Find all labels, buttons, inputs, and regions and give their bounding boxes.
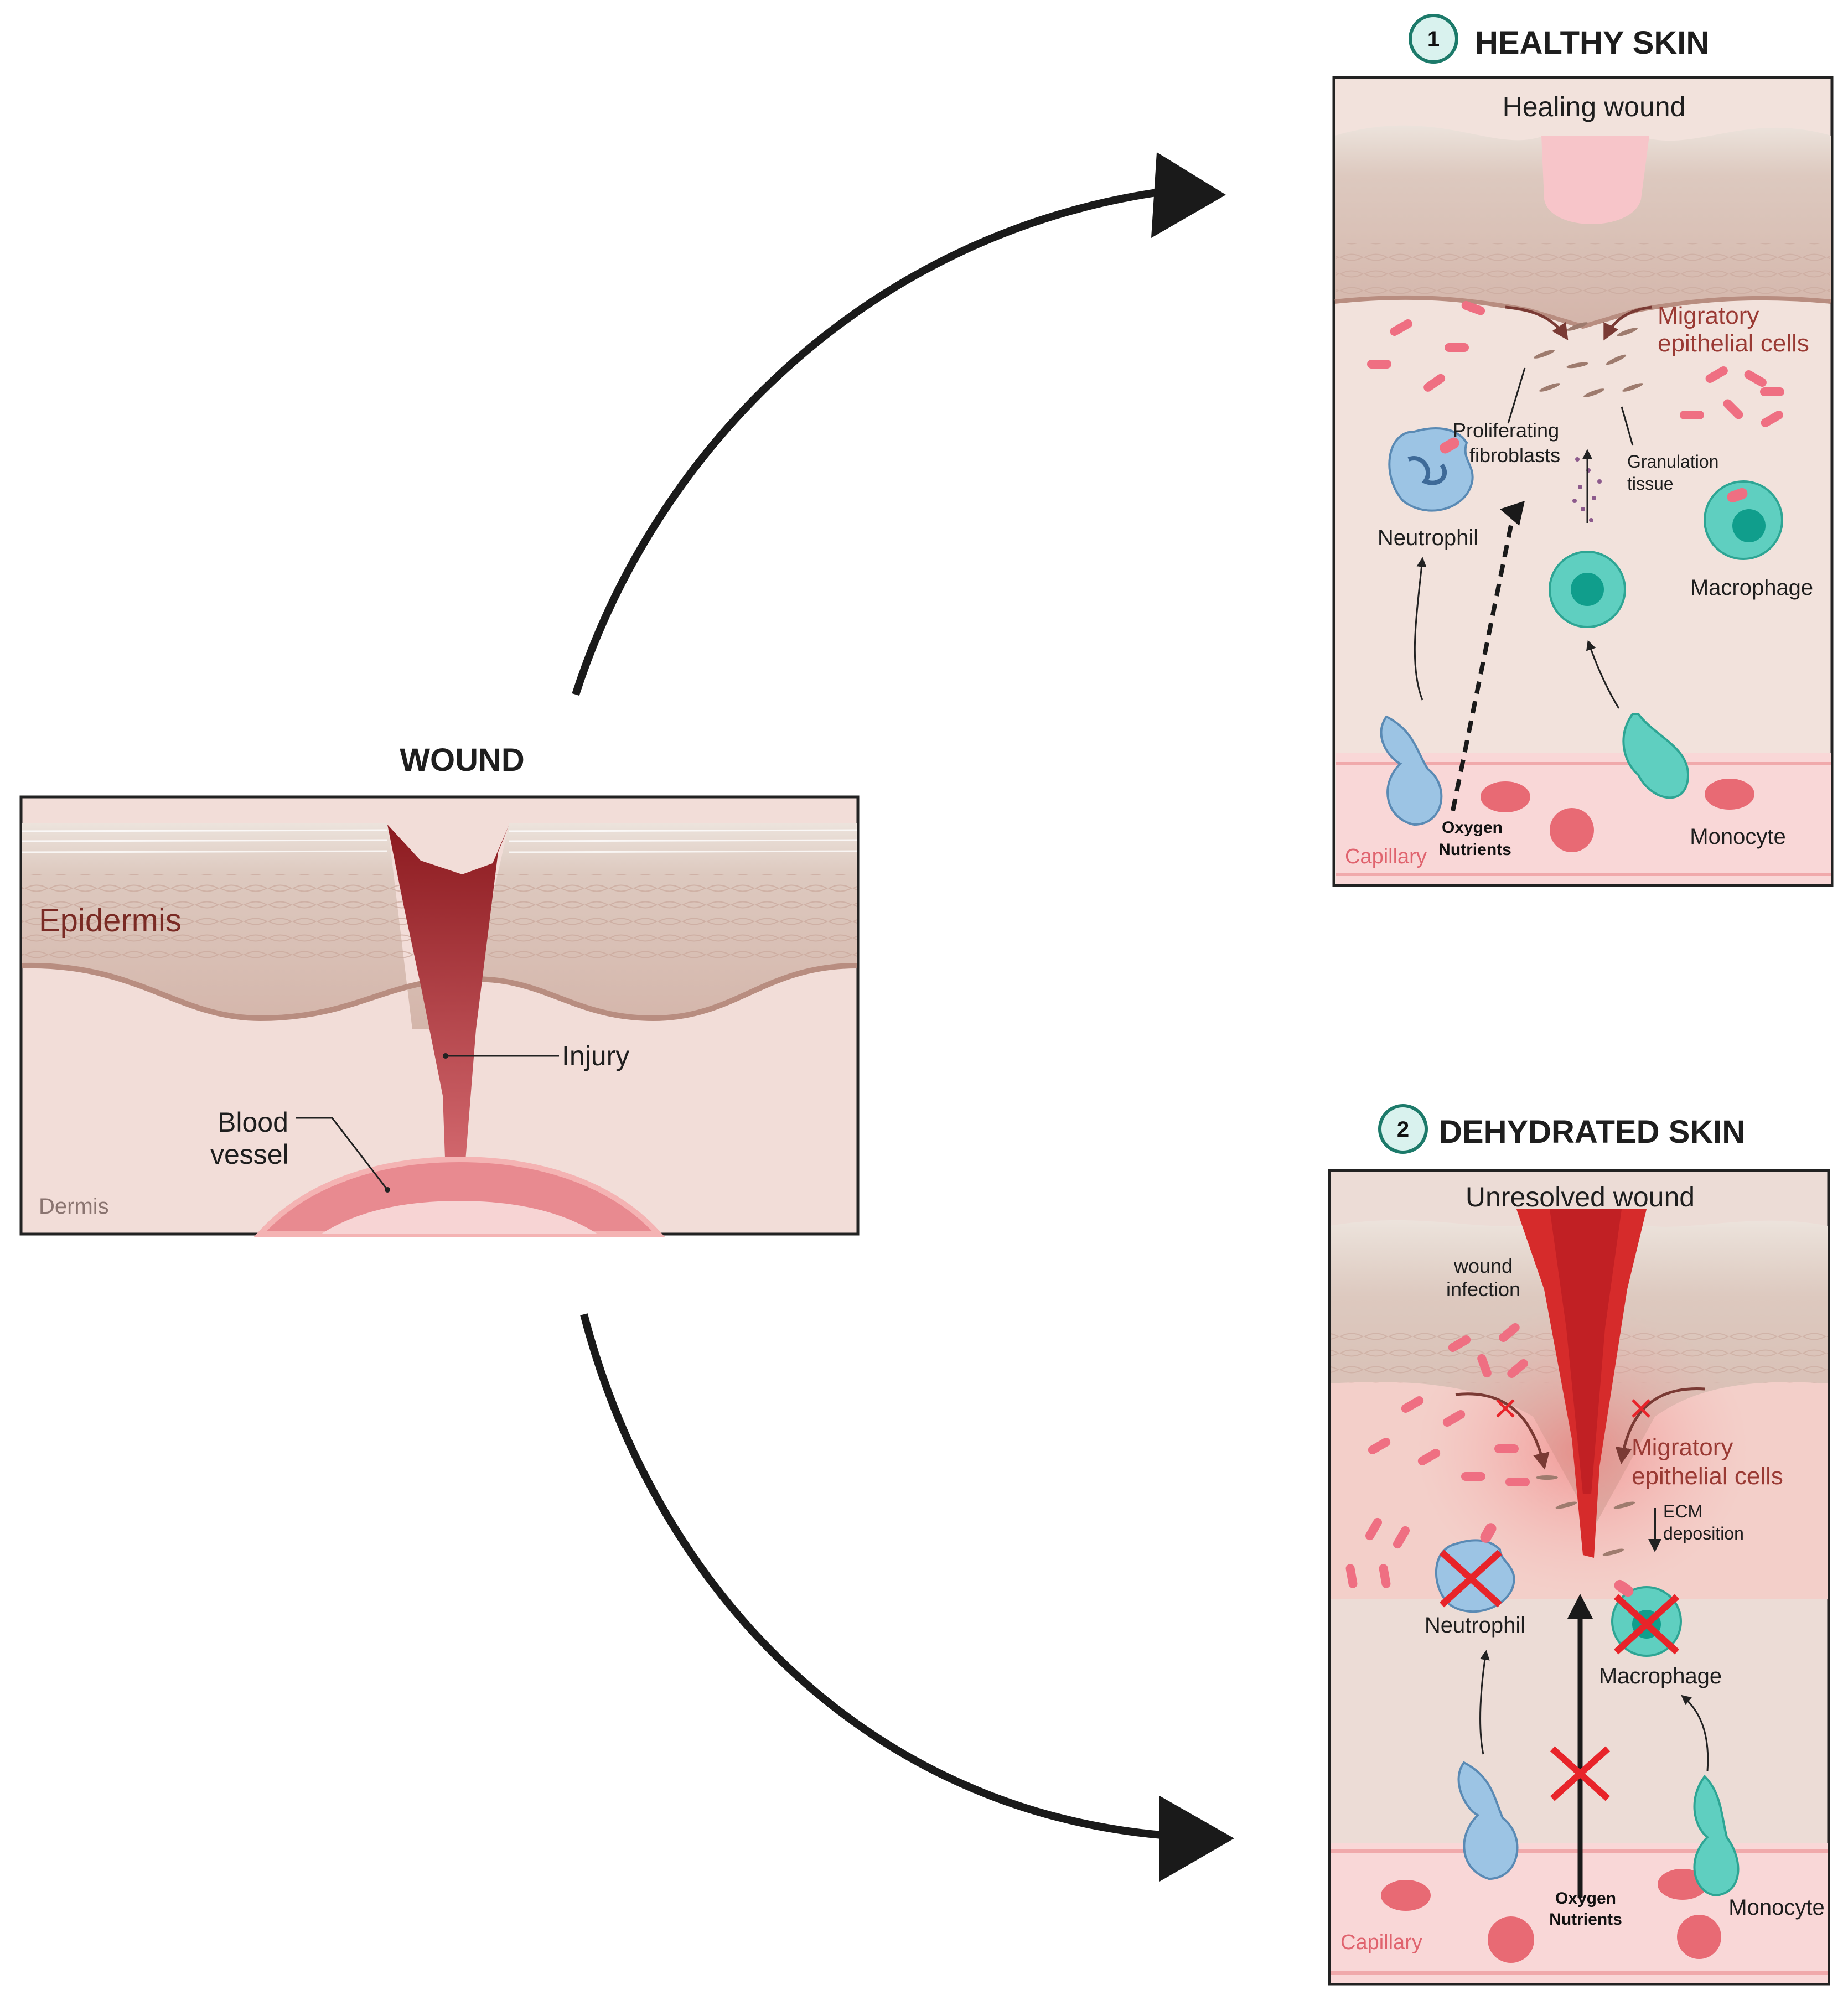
blood-vessel-label-1: Blood — [218, 1107, 288, 1138]
dehydrated-title: DEHYDRATED SKIN — [1439, 1114, 1745, 1150]
healthy-migratory-2: epithelial cells — [1658, 330, 1809, 357]
proliferating-2: fibroblasts — [1469, 444, 1560, 467]
dehydrated-panel-title: Unresolved wound — [1466, 1182, 1695, 1212]
healthy-panel-title: Healing wound — [1503, 91, 1686, 122]
badge-2-number: 2 — [1397, 1117, 1409, 1142]
dehydrated-migratory-1: Migratory — [1632, 1434, 1733, 1461]
healthy-capillary-label: Capillary — [1345, 845, 1427, 868]
dermis-label: Dermis — [39, 1194, 109, 1219]
healthy-panel: 1 HEALTHY SKIN — [1332, 14, 1834, 887]
dehydrated-monocyte-label: Monocyte — [1728, 1895, 1824, 1920]
infection-2: infection — [1446, 1278, 1520, 1300]
healthy-oxygen-label: Oxygen — [1442, 818, 1503, 837]
dehydrated-nutrients-label: Nutrients — [1549, 1910, 1622, 1929]
arrow-to-healthy — [572, 152, 1226, 696]
blood-vessel-label-2: vessel — [210, 1139, 289, 1170]
dehydrated-neutrophil-label: Neutrophil — [1425, 1613, 1525, 1638]
dehydrated-capillary-label: Capillary — [1340, 1931, 1422, 1954]
wound-panel: WOUND Epidermis Dermis Injury Blood vess… — [19, 742, 860, 1237]
dehydrated-oxygen-label: Oxygen — [1555, 1889, 1616, 1908]
granulation-1: Granulation — [1627, 452, 1718, 471]
healthy-migratory-1: Migratory — [1658, 302, 1759, 329]
ecm-1: ECM — [1663, 1501, 1702, 1521]
healthy-neutrophil-label: Neutrophil — [1378, 526, 1478, 550]
infection-1: wound — [1453, 1255, 1513, 1277]
dehydrated-panel: 2 DEHYDRATED SKIN — [1328, 1104, 1830, 1986]
wound-title: WOUND — [400, 742, 525, 778]
monocyte-cell — [1622, 713, 1690, 799]
dehydrated-migratory-2: epithelial cells — [1632, 1463, 1783, 1490]
healthy-title: HEALTHY SKIN — [1475, 25, 1709, 61]
badge-1-number: 1 — [1427, 27, 1440, 51]
dehydrated-macrophage-label: Macrophage — [1599, 1664, 1722, 1688]
healthy-monocyte-label: Monocyte — [1690, 825, 1785, 849]
proliferating-1: Proliferating — [1453, 419, 1559, 442]
granulation-2: tissue — [1627, 474, 1674, 494]
healthy-nutrients-label: Nutrients — [1438, 841, 1511, 859]
ecm-2: deposition — [1663, 1524, 1744, 1543]
badge-1 — [1409, 14, 1458, 64]
injury-label: Injury — [562, 1040, 629, 1071]
arrow-to-dehydrated — [580, 1313, 1234, 1882]
badge-2 — [1378, 1104, 1428, 1154]
healthy-macrophage-label: Macrophage — [1690, 576, 1813, 600]
epidermis-label: Epidermis — [39, 903, 182, 939]
